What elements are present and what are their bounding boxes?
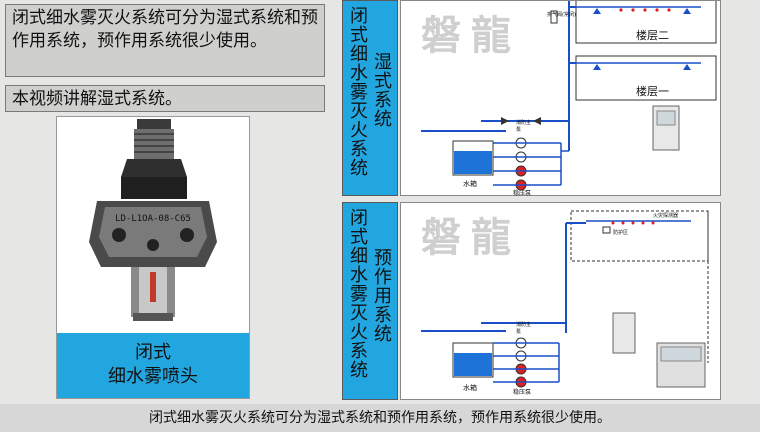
preaction-main-pump-label: 消防主泵 bbox=[516, 322, 532, 335]
sprinkler-icon bbox=[593, 8, 691, 70]
nozzle-photo: LD-L1OA-08-C65 bbox=[89, 119, 217, 321]
nozzle-card: LD-L1OA-08-C65 闭式 细水雾喷头 bbox=[56, 116, 250, 399]
video-text-box: 本视频讲解湿式系统。 bbox=[5, 85, 325, 112]
watermark: 磐龍 bbox=[421, 215, 521, 261]
wet-subtitle: 湿式系统 bbox=[374, 52, 392, 130]
preaction-zone-label: 防护区 bbox=[613, 230, 629, 236]
nozzle-caption-line2: 细水雾喷头 bbox=[108, 366, 198, 387]
nozzle-caption-line1: 闭式 bbox=[135, 342, 171, 363]
preaction-system-label: 闭式细水雾灭火系统 预作用系统 bbox=[342, 202, 398, 400]
preaction-system-diagram: 磐龍 水 bbox=[400, 202, 721, 400]
floor2-label: 楼层二 bbox=[636, 29, 669, 42]
nozzle-caption: 闭式 细水雾喷头 bbox=[57, 333, 249, 398]
wet-title: 闭式细水雾灭火系统 bbox=[350, 6, 368, 179]
wet-main-pump-label: 消防主泵 bbox=[516, 120, 532, 133]
valve-icon bbox=[501, 117, 541, 125]
wet-pump-label: 稳压泵 bbox=[513, 190, 532, 197]
nozzle-engraving: LD-L1OA-08-C65 bbox=[115, 214, 191, 224]
intro-text: 闭式细水雾灭火系统可分为湿式系统和预作用系统，预作用系统很少使用。 bbox=[12, 8, 318, 51]
wet-system-label: 闭式细水雾灭火系统 湿式系统 bbox=[342, 0, 398, 196]
subtitle-bar: 闭式细水雾灭火系统可分为湿式系统和预作用系统，预作用系统很少使用。 bbox=[0, 404, 760, 432]
preaction-title: 闭式细水雾灭火系统 bbox=[350, 208, 368, 381]
floor1-label: 楼层一 bbox=[636, 85, 669, 98]
control-cabinet-icon bbox=[652, 105, 680, 151]
subtitle-text: 闭式细水雾灭火系统可分为湿式系统和预作用系统，预作用系统很少使用。 bbox=[149, 410, 611, 426]
preaction-pump-label: 稳压泵 bbox=[513, 389, 532, 396]
preaction-tank-label: 水箱 bbox=[463, 384, 477, 392]
pump-icon bbox=[515, 137, 527, 191]
video-text: 本视频讲解湿式系统。 bbox=[12, 89, 182, 109]
wet-system-diagram: 磐龍 bbox=[400, 0, 721, 197]
preaction-subtitle: 预作用系统 bbox=[374, 248, 392, 345]
watermark: 磐龍 bbox=[421, 13, 521, 59]
wet-exhaust-label: 排气阀(常闭) bbox=[547, 12, 576, 18]
water-tank-icon bbox=[452, 140, 494, 176]
control-cabinet-icon bbox=[612, 312, 706, 388]
water-tank-icon bbox=[452, 342, 494, 378]
intro-text-box: 闭式细水雾灭火系统可分为湿式系统和预作用系统，预作用系统很少使用。 bbox=[5, 4, 325, 77]
wet-tank-label: 水箱 bbox=[463, 180, 477, 188]
pump-icon bbox=[515, 337, 527, 388]
preaction-detector-label: 火灾探测器 bbox=[653, 213, 679, 219]
